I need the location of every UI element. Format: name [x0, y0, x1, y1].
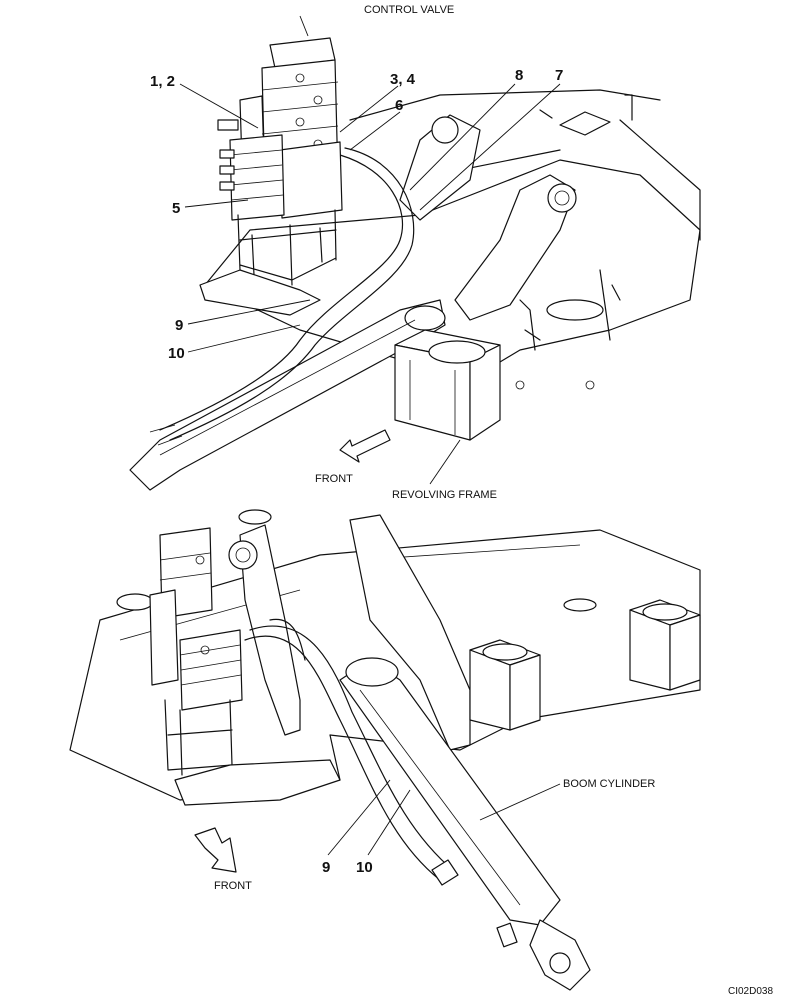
- callout-3-4: 3, 4: [390, 71, 416, 88]
- top-hose-10: [169, 147, 415, 441]
- bottom-boom-side: [239, 524, 301, 736]
- callout-5: 5: [172, 200, 180, 217]
- revolving-frame-box: [394, 329, 501, 441]
- bottom-hose-9: [244, 635, 441, 881]
- callout-6: 6: [395, 97, 403, 114]
- drawing-code: CI02D038: [728, 986, 773, 997]
- bottom-hose-10: [249, 625, 456, 873]
- callout-8: 8: [515, 67, 523, 84]
- label-revolving-frame: REVOLVING FRAME: [392, 489, 497, 501]
- front-arrow-bottom: [194, 827, 237, 873]
- front-arrow-top: [339, 429, 391, 463]
- bottom-valve-stand: [164, 699, 233, 776]
- top-boom-bracket: [399, 114, 481, 221]
- label-front-top: FRONT: [315, 473, 353, 485]
- top-plate: [559, 111, 611, 136]
- callout-10-bottom: 10: [356, 859, 373, 876]
- bottom-control-valve: [149, 527, 243, 711]
- top-boom-pin-left: [431, 116, 459, 144]
- callout-9-bottom: 9: [322, 859, 330, 876]
- top-boom-arm: [454, 174, 576, 321]
- bottom-boom-mount: [349, 514, 471, 751]
- top-boom-pin-right: [547, 183, 577, 213]
- top-boom-cylinder: [129, 299, 446, 491]
- callout-labels: CONTROL VALVE 1, 2 3, 4 6 8 7 5 9 10 FRO…: [150, 4, 773, 997]
- top-hose-9: [159, 154, 404, 431]
- callout-9-top: 9: [175, 317, 183, 334]
- callout-10-top: 10: [168, 345, 185, 362]
- label-boom-cylinder: BOOM CYLINDER: [563, 778, 655, 790]
- top-view: [129, 37, 701, 491]
- bottom-right-boxes: [469, 599, 701, 731]
- label-front-bottom: FRONT: [214, 880, 252, 892]
- top-valve-stand: [237, 209, 337, 286]
- callout-1-2: 1, 2: [150, 73, 175, 90]
- leader-lines: [179, 15, 561, 856]
- callout-7: 7: [555, 67, 563, 84]
- label-control-valve: CONTROL VALVE: [364, 4, 454, 16]
- bottom-view: [69, 509, 701, 991]
- top-control-valve: [217, 37, 343, 221]
